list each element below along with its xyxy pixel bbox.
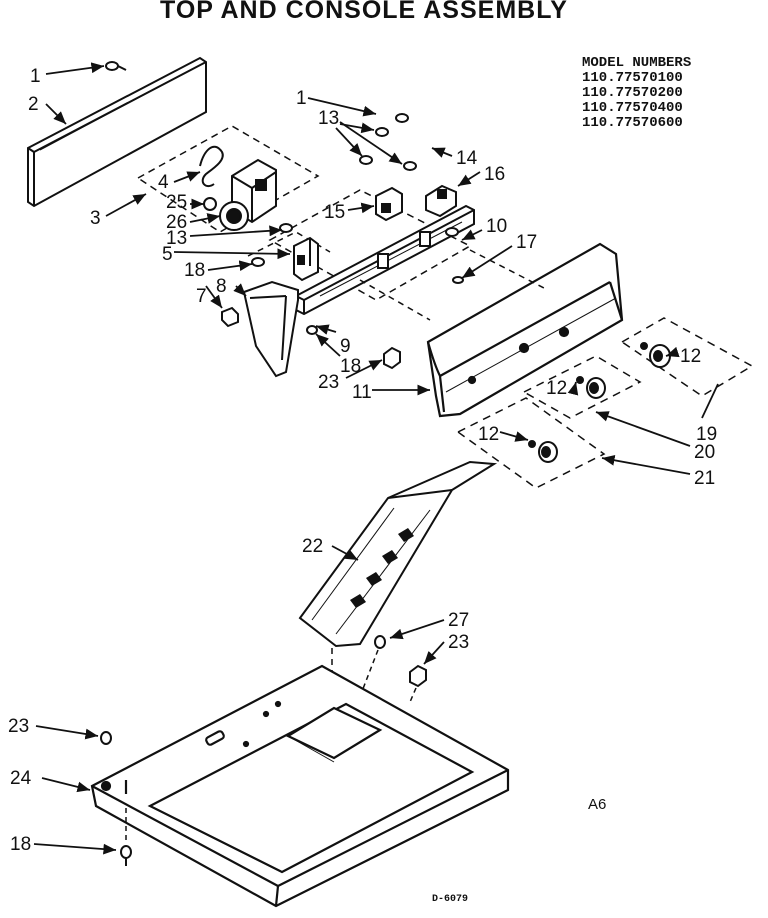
nut-part — [100, 731, 112, 745]
callout-label: 25 — [166, 192, 187, 213]
side-bracket-part — [242, 280, 299, 378]
model-numbers-heading: MODEL NUMBERS — [582, 55, 692, 71]
callout-label: 22 — [302, 536, 323, 557]
knob-group-19-outline — [620, 317, 754, 397]
callout-label: 14 — [456, 148, 478, 169]
rear-panel-part — [27, 56, 207, 208]
model-number: 110.77570400 — [582, 100, 683, 116]
callout-label: 12 — [680, 346, 701, 367]
knob-group-21-outline — [456, 397, 606, 489]
callout-label: 23 — [8, 716, 29, 737]
model-number: 110.77570100 — [582, 70, 683, 86]
callout-label: 23 — [448, 632, 469, 653]
callout-label: 21 — [694, 468, 715, 489]
callout-label: 19 — [696, 424, 717, 445]
callout-label: 16 — [484, 164, 505, 185]
callout-label: 23 — [318, 372, 339, 393]
callout-label: 8 — [216, 276, 227, 297]
callout-label: 13 — [318, 108, 339, 129]
screw-part — [251, 113, 464, 284]
callout-leaders — [33, 62, 719, 855]
callout-label: 12 — [478, 424, 499, 445]
fastener-part — [374, 635, 386, 649]
callout-label: 9 — [340, 336, 351, 357]
timer-group-outline — [136, 125, 320, 233]
diagram-title: TOP AND CONSOLE ASSEMBLY — [160, 0, 568, 24]
console-panel-part — [426, 242, 624, 418]
model-number: 110.77570600 — [582, 115, 683, 131]
callout-labels: 1 2 3 4 25 26 13 5 18 8 7 1 13 14 16 15 … — [8, 66, 717, 855]
switch-bracket-part — [293, 236, 319, 282]
callout-label: 11 — [352, 382, 372, 403]
callout-label: 2 — [28, 94, 39, 115]
callout-label: 3 — [90, 208, 101, 229]
top-panel-part — [90, 664, 510, 908]
wire-harness-part — [199, 145, 224, 188]
model-numbers-block: MODEL NUMBERS 110.77570100 110.77570200 … — [582, 56, 691, 131]
callout-label: 18 — [184, 260, 205, 281]
callout-label: 10 — [486, 216, 507, 237]
screw-part — [105, 61, 127, 71]
callout-label: 13 — [166, 228, 187, 249]
callout-label: 4 — [158, 172, 169, 193]
duct-part — [298, 460, 498, 648]
clip-part — [221, 306, 239, 328]
screw-part — [306, 325, 318, 335]
timer-motor-part — [203, 158, 277, 231]
callout-label: 24 — [10, 768, 32, 789]
knob-group-20-outline — [522, 355, 642, 419]
callout-label: 12 — [546, 378, 567, 399]
knob-part — [528, 440, 558, 463]
section-code: A6 — [588, 796, 607, 813]
switch-part — [375, 186, 403, 222]
model-number: 110.77570200 — [582, 85, 683, 101]
callout-label: 7 — [196, 286, 207, 307]
document-code: D-6079 — [432, 894, 469, 905]
knob-part — [576, 376, 606, 399]
callout-label: 20 — [694, 442, 715, 463]
console-to-top-guide — [469, 249, 545, 289]
nut-part — [409, 664, 427, 688]
callout-label: 1 — [30, 66, 41, 87]
switch-part — [425, 184, 457, 218]
screw-part — [120, 808, 132, 866]
callout-label: 15 — [324, 202, 345, 223]
callout-label: 18 — [340, 356, 361, 377]
callout-label: 17 — [516, 232, 537, 253]
nut-part — [383, 346, 401, 370]
fastener-guide — [409, 687, 417, 703]
console-to-top-guide — [359, 279, 431, 321]
callout-label: 26 — [166, 212, 187, 233]
callout-label: 1 — [296, 88, 307, 109]
console-rail-part — [295, 204, 475, 316]
knob-part — [640, 342, 671, 368]
callout-label: 18 — [10, 834, 31, 855]
callout-label: 27 — [448, 610, 469, 631]
callout-label: 5 — [162, 244, 173, 265]
